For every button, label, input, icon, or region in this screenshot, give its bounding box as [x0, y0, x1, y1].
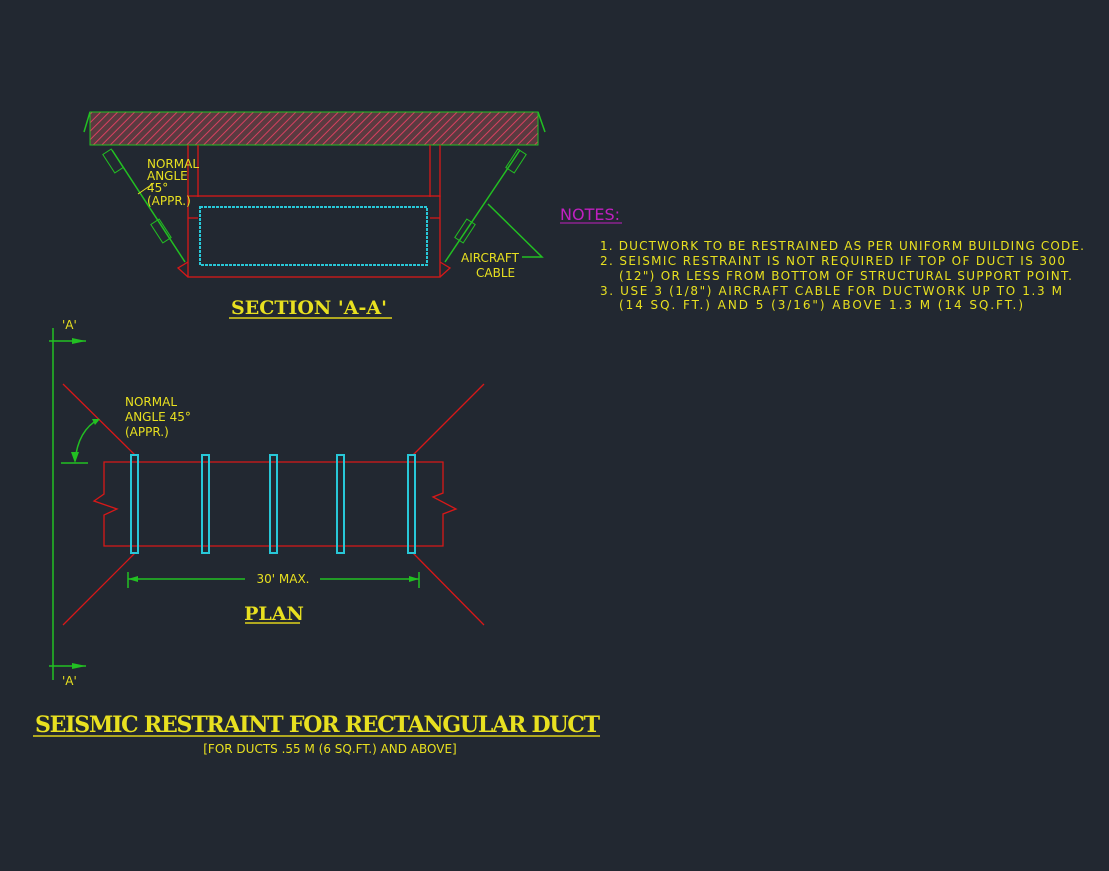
section-angle-label-2: ANGLE — [147, 169, 188, 183]
plan-title: PLAN — [244, 603, 304, 625]
plan-angle-label-2: ANGLE 45° — [125, 410, 191, 424]
plan-angle-label-1: NORMAL — [125, 395, 177, 409]
duct-section — [199, 206, 428, 266]
structural-slab — [89, 111, 539, 146]
note-line: 1. DUCTWORK TO BE RESTRAINED AS PER UNIF… — [600, 239, 1084, 253]
strap — [407, 454, 416, 554]
plan-angle-label-3: (APPR.) — [125, 425, 169, 439]
note-line: (12") OR LESS FROM BOTTOM OF STRUCTURAL … — [619, 269, 1072, 283]
section-view: NORMAL ANGLE 45° (APPR.) AIRCRAFT CABLE … — [83, 111, 546, 319]
cable-label-2: CABLE — [476, 266, 515, 280]
notes: NOTES: 1. DUCTWORK TO BE RESTRAINED AS P… — [560, 205, 1084, 312]
section-angle-label-4: (APPR.) — [147, 194, 191, 208]
section-angle-label-1: NORMAL — [147, 157, 199, 171]
notes-heading: NOTES: — [560, 205, 620, 224]
section-mark-bottom: 'A' — [62, 674, 77, 688]
cable-label-1: AIRCRAFT — [461, 251, 520, 265]
straps — [130, 454, 416, 554]
plan-view: 'A' 'A' NORMAL ANGLE 45° (APPR.) 30' MAX… — [49, 318, 485, 688]
note-line: 3. USE 3 (1/8") AIRCRAFT CABLE FOR DUCTW… — [600, 284, 1062, 298]
strap — [269, 454, 278, 554]
drawing-title: SEISMIC RESTRAINT FOR RECTANGULAR DUCT — [35, 712, 601, 738]
strap — [130, 454, 139, 554]
dimension-label: 30' MAX. — [257, 572, 310, 586]
section-title: SECTION 'A-A' — [231, 297, 387, 319]
strap — [201, 454, 210, 554]
note-line: (14 SQ. FT.) AND 5 (3/16") ABOVE 1.3 M (… — [619, 298, 1023, 312]
section-angle-label-3: 45° — [147, 181, 168, 195]
duct-frame — [187, 195, 441, 278]
drawing-subtitle: [FOR DUCTS .55 M (6 SQ.FT.) AND ABOVE] — [203, 742, 457, 756]
strap — [336, 454, 345, 554]
note-line: 2. SEISMIC RESTRAINT IS NOT REQUIRED IF … — [600, 254, 1065, 268]
cable-right — [444, 148, 527, 263]
cable-left — [102, 148, 186, 263]
section-mark-top: 'A' — [62, 318, 77, 332]
duct-plan — [92, 461, 458, 547]
